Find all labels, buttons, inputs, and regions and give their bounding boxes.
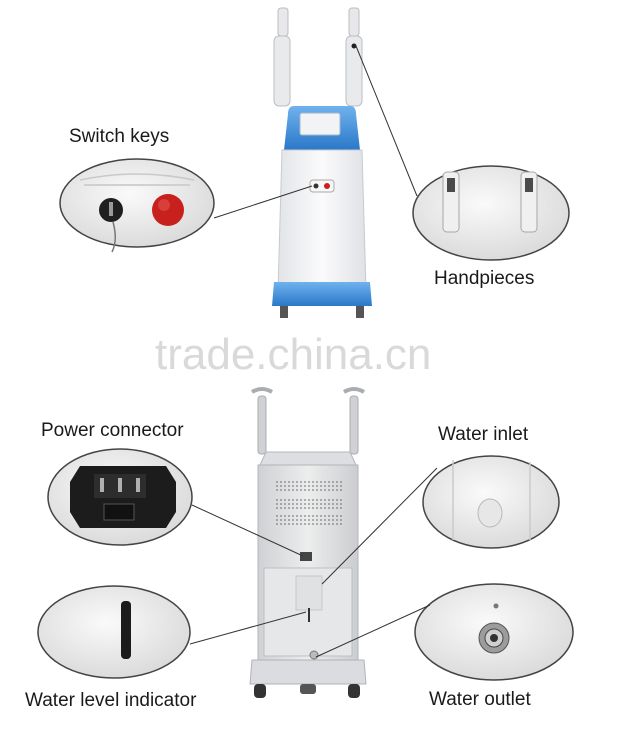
back-machine xyxy=(249,387,367,698)
water-outlet-callout xyxy=(315,583,574,681)
power-connector-callout xyxy=(47,448,304,557)
power-connector-label: Power connector xyxy=(41,420,184,441)
water-inlet-label: Water inlet xyxy=(438,424,529,445)
handpieces-label: Handpieces xyxy=(434,268,535,289)
front-machine xyxy=(272,7,372,318)
switch-keys-label: Switch keys xyxy=(69,126,170,147)
watermark: trade.china.cn xyxy=(155,330,432,379)
switch-keys-callout xyxy=(59,158,313,253)
water-level-indicator-label: Water level indicator xyxy=(25,690,197,711)
water-outlet-label: Water outlet xyxy=(429,689,531,710)
water-level-callout xyxy=(37,585,307,679)
water-inlet-callout xyxy=(321,455,560,585)
handpieces-callout xyxy=(355,45,570,261)
